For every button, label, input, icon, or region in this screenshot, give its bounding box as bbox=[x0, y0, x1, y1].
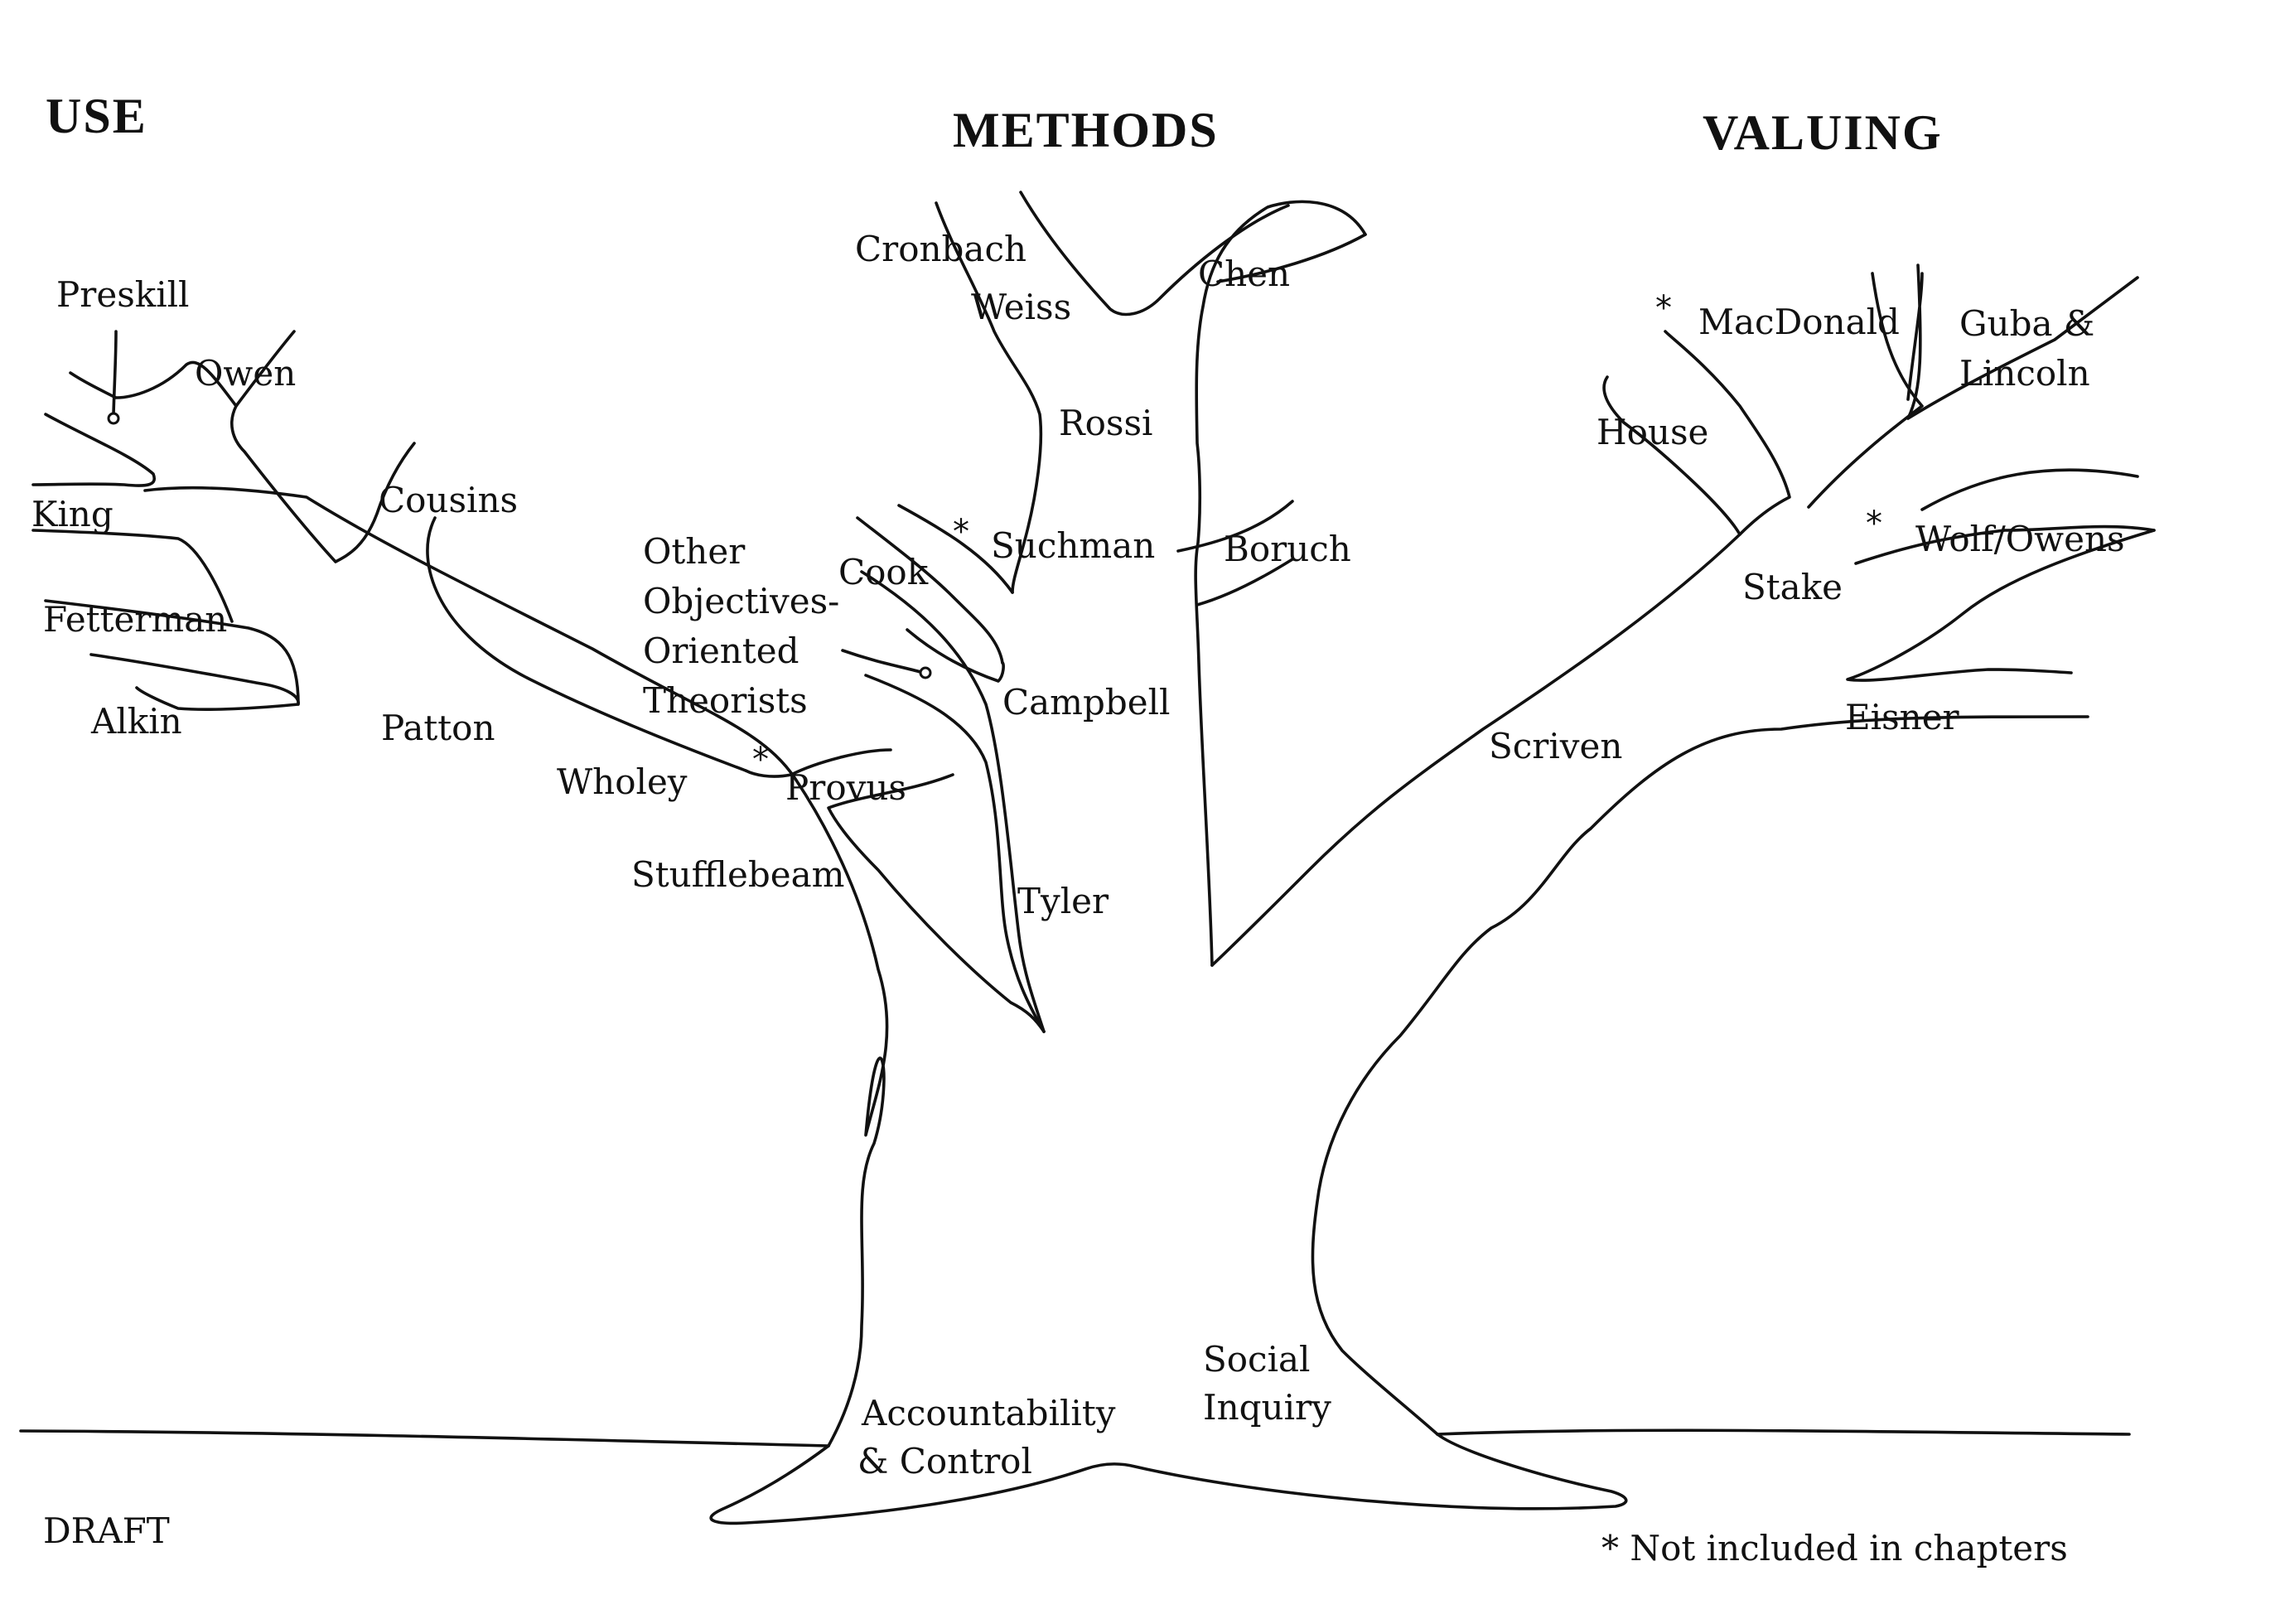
header-valuing: VALUING bbox=[1703, 105, 1943, 160]
label-owen: Owen bbox=[195, 353, 296, 394]
trunk-right-outline bbox=[1311, 715, 2089, 1436]
asterisk-note: * Not included in chapters bbox=[1601, 1528, 2068, 1568]
branch-cronbach bbox=[935, 201, 1043, 594]
branch-stufflebeam bbox=[827, 773, 1046, 1033]
branch-cousins bbox=[230, 404, 416, 563]
label-fetterman: Fetterman bbox=[43, 599, 227, 640]
label-other-4: Theorists bbox=[643, 680, 808, 721]
label-weiss: Weiss bbox=[971, 287, 1071, 327]
label-rossi: Rossi bbox=[1059, 403, 1152, 443]
trunk-center-right bbox=[1194, 200, 1367, 967]
label-wholey: Wholey bbox=[557, 761, 688, 802]
draft-label: DRAFT bbox=[43, 1510, 170, 1551]
branch-eisner bbox=[1846, 529, 2156, 682]
label-scriven: Scriven bbox=[1489, 726, 1622, 766]
branch-scriven bbox=[1210, 375, 1741, 967]
header-use: USE bbox=[46, 89, 147, 143]
branch-preskill bbox=[112, 330, 118, 416]
label-social-2: Inquiry bbox=[1203, 1387, 1331, 1428]
label-other-3: Oriented bbox=[643, 631, 799, 671]
ground-line bbox=[19, 1428, 2131, 1448]
trunk-left-outline bbox=[143, 486, 889, 1448]
label-stufflebeam: Stufflebeam bbox=[631, 854, 844, 895]
label-accountability-1: Accountability bbox=[861, 1393, 1116, 1433]
branch-owen bbox=[69, 330, 296, 408]
label-alkin: Alkin bbox=[90, 701, 182, 742]
label-other-2: Objectives- bbox=[643, 581, 839, 621]
marker-provus: * bbox=[752, 741, 769, 779]
marker-macdonald: * bbox=[1655, 289, 1672, 327]
branch-chen bbox=[1216, 233, 1367, 283]
branch-king bbox=[31, 413, 156, 487]
label-guba-1: Guba & bbox=[1959, 303, 2094, 344]
branch-wholey-patton bbox=[426, 516, 747, 772]
branch-boruch bbox=[1176, 500, 1294, 607]
branch-campbell bbox=[906, 628, 1005, 683]
branch-tyler bbox=[864, 674, 1046, 1033]
marker-wolf: * bbox=[1866, 505, 1882, 543]
label-king: King bbox=[31, 494, 114, 534]
header-methods: METHODS bbox=[953, 103, 1219, 157]
preskill-knob bbox=[107, 412, 120, 425]
branch-cook-objectives bbox=[841, 649, 925, 674]
label-social-1: Social bbox=[1203, 1339, 1311, 1380]
label-patton: Patton bbox=[381, 708, 495, 748]
label-cook: Cook bbox=[838, 552, 929, 592]
objectives-knob bbox=[919, 666, 932, 679]
label-wolf-owens: Wolf/Owens bbox=[1915, 519, 2125, 559]
label-stake: Stake bbox=[1742, 567, 1843, 607]
branch-house bbox=[1664, 330, 1791, 536]
label-cousins: Cousins bbox=[379, 480, 518, 520]
label-accountability-2: & Control bbox=[857, 1441, 1032, 1481]
label-cronbach: Cronbach bbox=[855, 229, 1026, 269]
marker-suchman: * bbox=[953, 513, 969, 551]
branch-macdonald bbox=[1807, 272, 1924, 509]
label-provus: Provus bbox=[785, 767, 906, 808]
label-house: House bbox=[1596, 412, 1708, 452]
root-left bbox=[709, 1433, 1628, 1525]
branch-suchman bbox=[856, 504, 1014, 665]
label-campbell: Campbell bbox=[1002, 682, 1171, 723]
label-other-1: Other bbox=[643, 531, 746, 572]
label-suchman: Suchman bbox=[991, 525, 1155, 566]
trunk-center-left bbox=[860, 570, 1046, 1033]
label-guba-2: Lincoln bbox=[1959, 353, 2090, 394]
label-chen: Chen bbox=[1198, 254, 1290, 294]
label-preskill: Preskill bbox=[56, 274, 190, 315]
label-macdonald: MacDonald bbox=[1698, 302, 1900, 342]
branch-guba bbox=[1906, 263, 2139, 420]
branch-fetterman bbox=[31, 529, 234, 623]
label-tyler: Tyler bbox=[1017, 881, 1109, 921]
label-boruch: Boruch bbox=[1224, 529, 1351, 569]
branch-alkin bbox=[44, 599, 300, 711]
branch-provus bbox=[744, 748, 892, 778]
label-eisner: Eisner bbox=[1845, 697, 1960, 737]
branch-weiss bbox=[1019, 191, 1290, 317]
branch-wolf bbox=[1854, 468, 2156, 565]
